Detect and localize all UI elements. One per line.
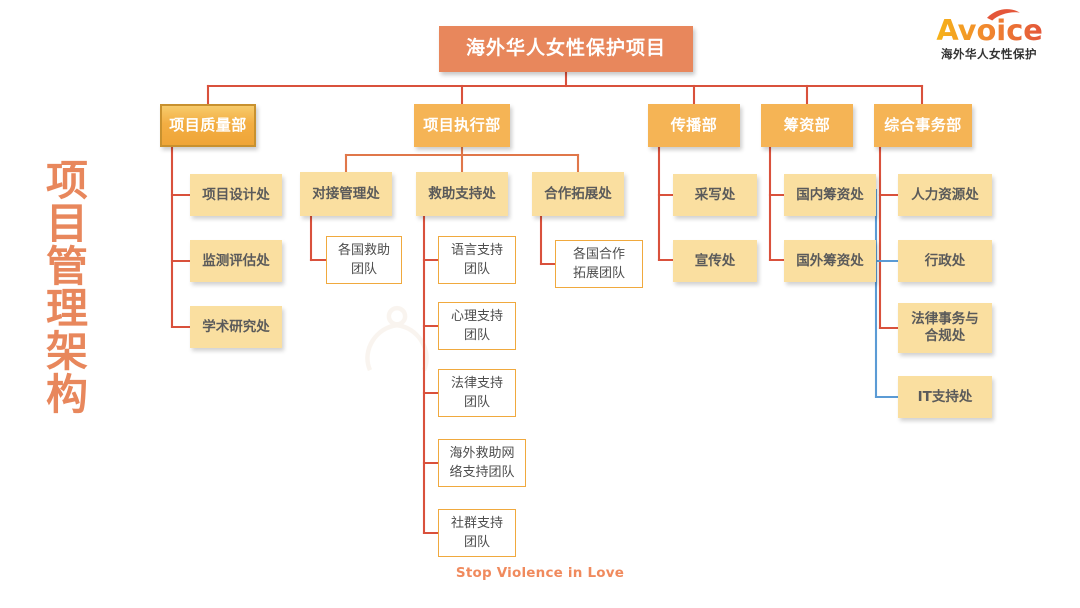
page-title-char-2: 目 — [45, 198, 88, 248]
org-node-office-domestic-fundraising[interactable]: 国内筹资处 — [784, 174, 876, 216]
org-node-dept-quality[interactable]: 项目质量部 — [160, 104, 256, 147]
org-node-office-human-resources[interactable]: 人力资源处 — [898, 174, 992, 216]
page-title-char-4: 理 — [45, 284, 88, 334]
org-node-dept-general-affairs[interactable]: 综合事务部 — [874, 104, 972, 147]
org-node-office-rescue-support[interactable]: 救助支持处 — [416, 172, 508, 216]
org-node-office-administration[interactable]: 行政处 — [898, 240, 992, 282]
svg-text:Avoice: Avoice — [936, 13, 1043, 47]
org-node-office-legal-compliance[interactable]: 法律事务与 合规处 — [898, 303, 992, 353]
org-node-team-language-support[interactable]: 语言支持 团队 — [438, 236, 516, 284]
org-node-team-country-partnership[interactable]: 各国合作 拓展团队 — [555, 240, 643, 288]
org-node-office-it-support[interactable]: IT支持处 — [898, 376, 992, 418]
page-title-char-5: 架 — [45, 327, 88, 377]
footer-slogan: Stop Violence in Love — [455, 565, 625, 581]
org-node-dept-communication[interactable]: 传播部 — [648, 104, 740, 147]
org-node-team-country-rescue[interactable]: 各国救助 团队 — [326, 236, 402, 284]
logo-tagline: 海外华人女性保护 — [941, 47, 1037, 61]
logo-wordmark-icon: Avoice — [936, 9, 1043, 47]
org-node-team-overseas-rescue-network[interactable]: 海外救助网 络支持团队 — [438, 439, 526, 487]
brand-logo[interactable]: Avoice 海外华人女性保护 — [924, 6, 1054, 62]
org-node-team-community-support[interactable]: 社群支持 团队 — [438, 509, 516, 557]
org-node-office-overseas-fundraising[interactable]: 国外筹资处 — [784, 240, 876, 282]
org-node-office-editorial[interactable]: 采写处 — [673, 174, 757, 216]
page-title-char-1: 项 — [45, 156, 88, 205]
org-node-office-liaison-management[interactable]: 对接管理处 — [300, 172, 392, 216]
org-node-office-monitoring-evaluation[interactable]: 监测评估处 — [190, 240, 282, 282]
page-title-char-6: 构 — [45, 370, 88, 420]
org-node-root[interactable]: 海外华人女性保护项目 — [439, 26, 693, 72]
org-node-team-psychological-support[interactable]: 心理支持 团队 — [438, 302, 516, 350]
org-node-dept-execution[interactable]: 项目执行部 — [414, 104, 510, 147]
org-node-team-legal-support[interactable]: 法律支持 团队 — [438, 369, 516, 417]
org-node-office-academic-research[interactable]: 学术研究处 — [190, 306, 282, 348]
page-title-vertical: 项 目 管 理 架 构 — [30, 156, 104, 420]
page-title-char-3: 管 — [45, 241, 88, 291]
org-node-office-project-design[interactable]: 项目设计处 — [190, 174, 282, 216]
org-node-office-publicity[interactable]: 宣传处 — [673, 240, 757, 282]
org-node-dept-fundraising[interactable]: 筹资部 — [761, 104, 853, 147]
org-node-office-partnership-development[interactable]: 合作拓展处 — [532, 172, 624, 216]
